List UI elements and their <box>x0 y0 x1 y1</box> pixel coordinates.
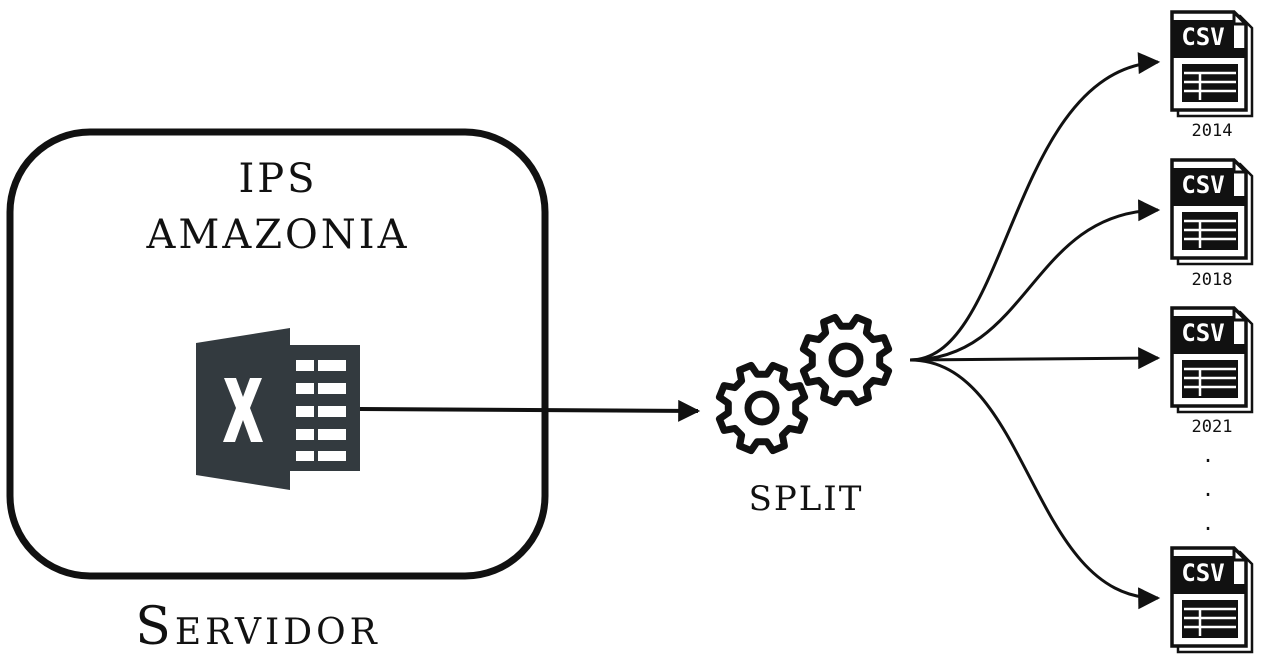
ellipsis-dot: . <box>1202 443 1214 467</box>
csv-file-icon: CSV <box>1170 10 1254 118</box>
csv-year-label: 2018 <box>1192 270 1233 290</box>
csv-file-icon: CSV <box>1170 546 1254 654</box>
csv-badge: CSV <box>1181 319 1224 347</box>
server-box: IPS AMAZONIA <box>6 128 549 580</box>
server-label: Servidor <box>135 597 380 657</box>
server-to-split-arrow <box>359 399 701 422</box>
arrow-to-csv-2014 <box>909 52 1161 362</box>
arrow-to-csv-last <box>909 358 1161 610</box>
csv-badge: CSV <box>1181 23 1224 51</box>
csv-badge: CSV <box>1181 559 1224 587</box>
gear-icon <box>799 313 893 407</box>
csv-file-icon: CSV <box>1170 158 1254 266</box>
gears-icon <box>715 313 893 455</box>
split-label: SPLIT <box>749 479 864 519</box>
csv-badge: CSV <box>1181 171 1224 199</box>
csv-year-label: 2014 <box>1192 121 1233 141</box>
server-title-line1: IPS <box>238 156 317 202</box>
ellipsis: . . . <box>1202 443 1214 535</box>
arrow-to-csv-2018 <box>909 199 1161 362</box>
server-title-line2: AMAZONIA <box>145 212 409 258</box>
csv-file-icon: CSV <box>1170 306 1254 414</box>
csv-year-label: 2021 <box>1192 417 1233 437</box>
fan-out-arrows <box>909 52 1161 610</box>
ellipsis-dot: . <box>1202 511 1214 535</box>
arrow-to-csv-2021 <box>909 347 1161 370</box>
excel-icon <box>196 328 360 490</box>
gear-icon <box>715 361 809 455</box>
ellipsis-dot: . <box>1202 477 1214 501</box>
